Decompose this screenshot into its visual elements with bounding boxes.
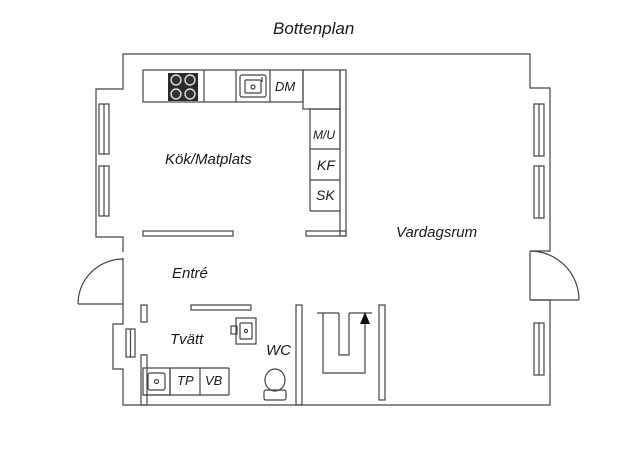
room-label-wc: WC xyxy=(266,342,291,359)
window-left-tvatt xyxy=(125,328,136,358)
outer-walls xyxy=(95,53,551,406)
stove-icon xyxy=(168,73,198,101)
window-right-middle xyxy=(533,165,545,219)
fixture-label-microwave-oven: M/U xyxy=(313,128,335,142)
window-right-upper xyxy=(533,103,545,157)
room-label-laundry: Tvätt xyxy=(170,331,204,348)
room-label-kitchen: Kök/Matplats xyxy=(165,151,252,168)
plan-title: Bottenplan xyxy=(273,19,355,38)
wc-toilet xyxy=(263,368,287,401)
window-right-lower xyxy=(533,322,545,376)
patio-door xyxy=(529,250,580,301)
room-label-living-room: Vardagsrum xyxy=(396,224,478,241)
wc-sink xyxy=(230,317,257,345)
window-left-lower xyxy=(98,165,110,217)
interior-walls xyxy=(140,69,386,406)
kitchen-counter-right xyxy=(302,69,341,212)
stair-direction-arrow-icon xyxy=(360,312,370,324)
entrance-door xyxy=(77,258,124,305)
laundry-appliances xyxy=(169,367,230,395)
staircase xyxy=(317,312,372,374)
window-left-upper xyxy=(98,103,110,155)
fixture-label-dryer: TP xyxy=(177,373,194,388)
kitchen-sink xyxy=(239,74,267,98)
fixture-label-fridge-freezer: KF xyxy=(317,157,335,173)
fixture-label-cabinet: SK xyxy=(316,187,335,203)
fixture-label-washer: VB xyxy=(205,373,223,388)
room-label-entrance: Entré xyxy=(172,265,208,282)
fixture-label-dishwasher: DM xyxy=(275,79,296,94)
